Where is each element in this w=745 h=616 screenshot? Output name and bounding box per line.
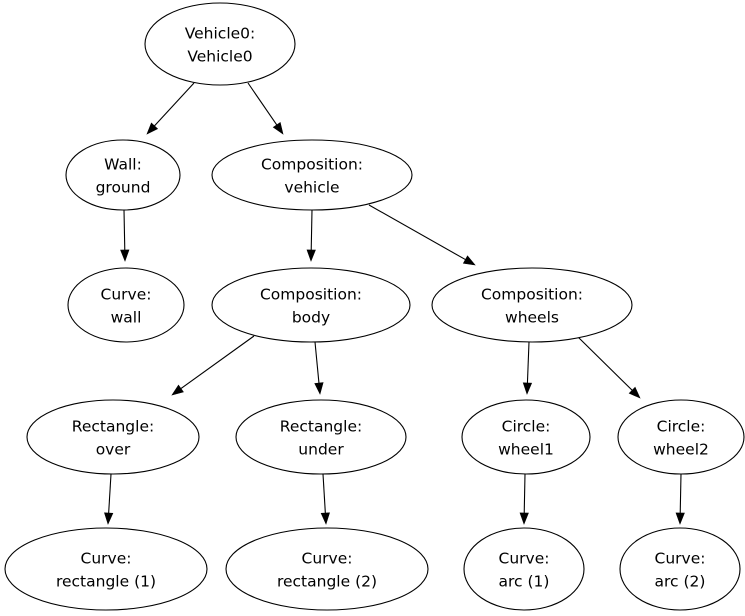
node-label-type: Circle: bbox=[502, 418, 551, 436]
graph-edge bbox=[368, 204, 476, 266]
graph-node[interactable]: Composition: body bbox=[211, 267, 411, 343]
graph-edge bbox=[104, 473, 114, 525]
edge-arrowhead bbox=[146, 122, 159, 135]
node-label-name: arc (2) bbox=[655, 573, 706, 591]
edge-line bbox=[123, 209, 126, 251]
node-ellipse[interactable] bbox=[235, 399, 407, 475]
node-label-name: over bbox=[96, 441, 131, 459]
edge-arrowhead bbox=[628, 386, 641, 399]
graph-node[interactable]: Wall: ground bbox=[65, 139, 181, 211]
graph-edge bbox=[306, 209, 316, 262]
node-label-type: Composition: bbox=[261, 156, 363, 174]
edge-arrowhead bbox=[120, 249, 130, 262]
graph-node[interactable]: Vehicle0: Vehicle0 bbox=[144, 2, 296, 86]
edge-line bbox=[577, 336, 633, 391]
edge-line bbox=[322, 473, 326, 514]
edge-arrowhead bbox=[314, 382, 324, 395]
node-ellipse[interactable] bbox=[67, 267, 185, 343]
edge-line bbox=[247, 82, 278, 126]
node-label-name: rectangle (2) bbox=[277, 573, 377, 591]
graph-edge bbox=[171, 335, 255, 396]
edge-line bbox=[679, 473, 682, 514]
edge-arrowhead bbox=[522, 382, 533, 395]
edge-arrowhead bbox=[519, 512, 529, 525]
edge-layer bbox=[104, 82, 685, 525]
node-label-name: Vehicle0 bbox=[187, 48, 252, 66]
graph-edge bbox=[675, 473, 685, 525]
edge-line bbox=[310, 209, 313, 251]
graph-node[interactable]: Curve: arc (1) bbox=[463, 527, 585, 611]
graph-edge bbox=[247, 82, 284, 135]
edge-line bbox=[526, 341, 530, 384]
node-label-type: Wall: bbox=[104, 156, 142, 174]
graph-node[interactable]: Composition: wheels bbox=[431, 267, 633, 343]
node-label-type: Curve: bbox=[499, 550, 550, 568]
node-layer: Vehicle0:Vehicle0Wall:groundComposition:… bbox=[4, 2, 745, 611]
edge-arrowhead bbox=[171, 384, 184, 396]
edge-arrowhead bbox=[272, 122, 284, 135]
node-ellipse[interactable] bbox=[431, 267, 633, 343]
edge-arrowhead bbox=[462, 255, 476, 266]
node-label-type: Vehicle0: bbox=[185, 25, 256, 43]
node-label-name: wheel2 bbox=[653, 441, 709, 459]
edge-line bbox=[180, 335, 255, 390]
edge-line bbox=[154, 82, 195, 127]
edge-arrowhead bbox=[675, 512, 685, 525]
graph-node[interactable]: Curve: rectangle (2) bbox=[225, 527, 429, 611]
node-ellipse[interactable] bbox=[211, 139, 413, 211]
node-label-type: Composition: bbox=[260, 286, 362, 304]
node-label-type: Rectangle: bbox=[72, 418, 154, 436]
node-ellipse[interactable] bbox=[4, 527, 208, 611]
edge-line bbox=[314, 341, 320, 384]
edge-arrowhead bbox=[320, 512, 330, 525]
node-label-name: body bbox=[292, 309, 330, 327]
node-label-name: arc (1) bbox=[499, 573, 550, 591]
node-label-type: Curve: bbox=[101, 286, 152, 304]
node-label-name: wheel1 bbox=[498, 441, 554, 459]
graph-edge bbox=[120, 209, 130, 262]
node-ellipse[interactable] bbox=[26, 399, 200, 475]
node-ellipse[interactable] bbox=[461, 399, 591, 475]
graph-node[interactable]: Circle: wheel1 bbox=[461, 399, 591, 475]
graph-edge bbox=[320, 473, 330, 525]
node-label-name: vehicle bbox=[284, 179, 339, 197]
node-ellipse[interactable] bbox=[65, 139, 181, 211]
graph-node[interactable]: Curve: rectangle (1) bbox=[4, 527, 208, 611]
node-label-name: wheels bbox=[505, 309, 559, 327]
node-ellipse[interactable] bbox=[225, 527, 429, 611]
graph-node[interactable]: Composition: vehicle bbox=[211, 139, 413, 211]
graph-edge bbox=[577, 336, 641, 399]
node-label-name: under bbox=[298, 441, 344, 459]
node-label-type: Circle: bbox=[657, 418, 706, 436]
node-label-type: Curve: bbox=[81, 550, 132, 568]
node-ellipse[interactable] bbox=[211, 267, 411, 343]
edge-line bbox=[108, 473, 112, 514]
graph-node[interactable]: Rectangle: over bbox=[26, 399, 200, 475]
graph-edge bbox=[522, 341, 533, 395]
node-label-type: Rectangle: bbox=[280, 418, 362, 436]
node-label-type: Composition: bbox=[481, 286, 583, 304]
node-label-name: ground bbox=[96, 179, 151, 197]
node-ellipse[interactable] bbox=[619, 527, 741, 611]
node-ellipse[interactable] bbox=[144, 2, 296, 86]
edge-arrowhead bbox=[104, 512, 114, 525]
graph-edge bbox=[519, 473, 529, 525]
graph-node[interactable]: Circle: wheel2 bbox=[617, 399, 745, 475]
node-label-name: wall bbox=[111, 309, 142, 327]
node-label-type: Curve: bbox=[655, 550, 706, 568]
node-ellipse[interactable] bbox=[617, 399, 745, 475]
node-label-type: Curve: bbox=[302, 550, 353, 568]
graph-node[interactable]: Curve: arc (2) bbox=[619, 527, 741, 611]
graph-edge bbox=[146, 82, 195, 135]
node-ellipse[interactable] bbox=[463, 527, 585, 611]
edge-arrowhead bbox=[306, 249, 316, 262]
graph-edge bbox=[314, 341, 324, 395]
node-label-name: rectangle (1) bbox=[56, 573, 156, 591]
graph-node[interactable]: Rectangle: under bbox=[235, 399, 407, 475]
edge-line bbox=[368, 204, 466, 261]
graph-node[interactable]: Curve: wall bbox=[67, 267, 185, 343]
edge-line bbox=[523, 473, 526, 514]
